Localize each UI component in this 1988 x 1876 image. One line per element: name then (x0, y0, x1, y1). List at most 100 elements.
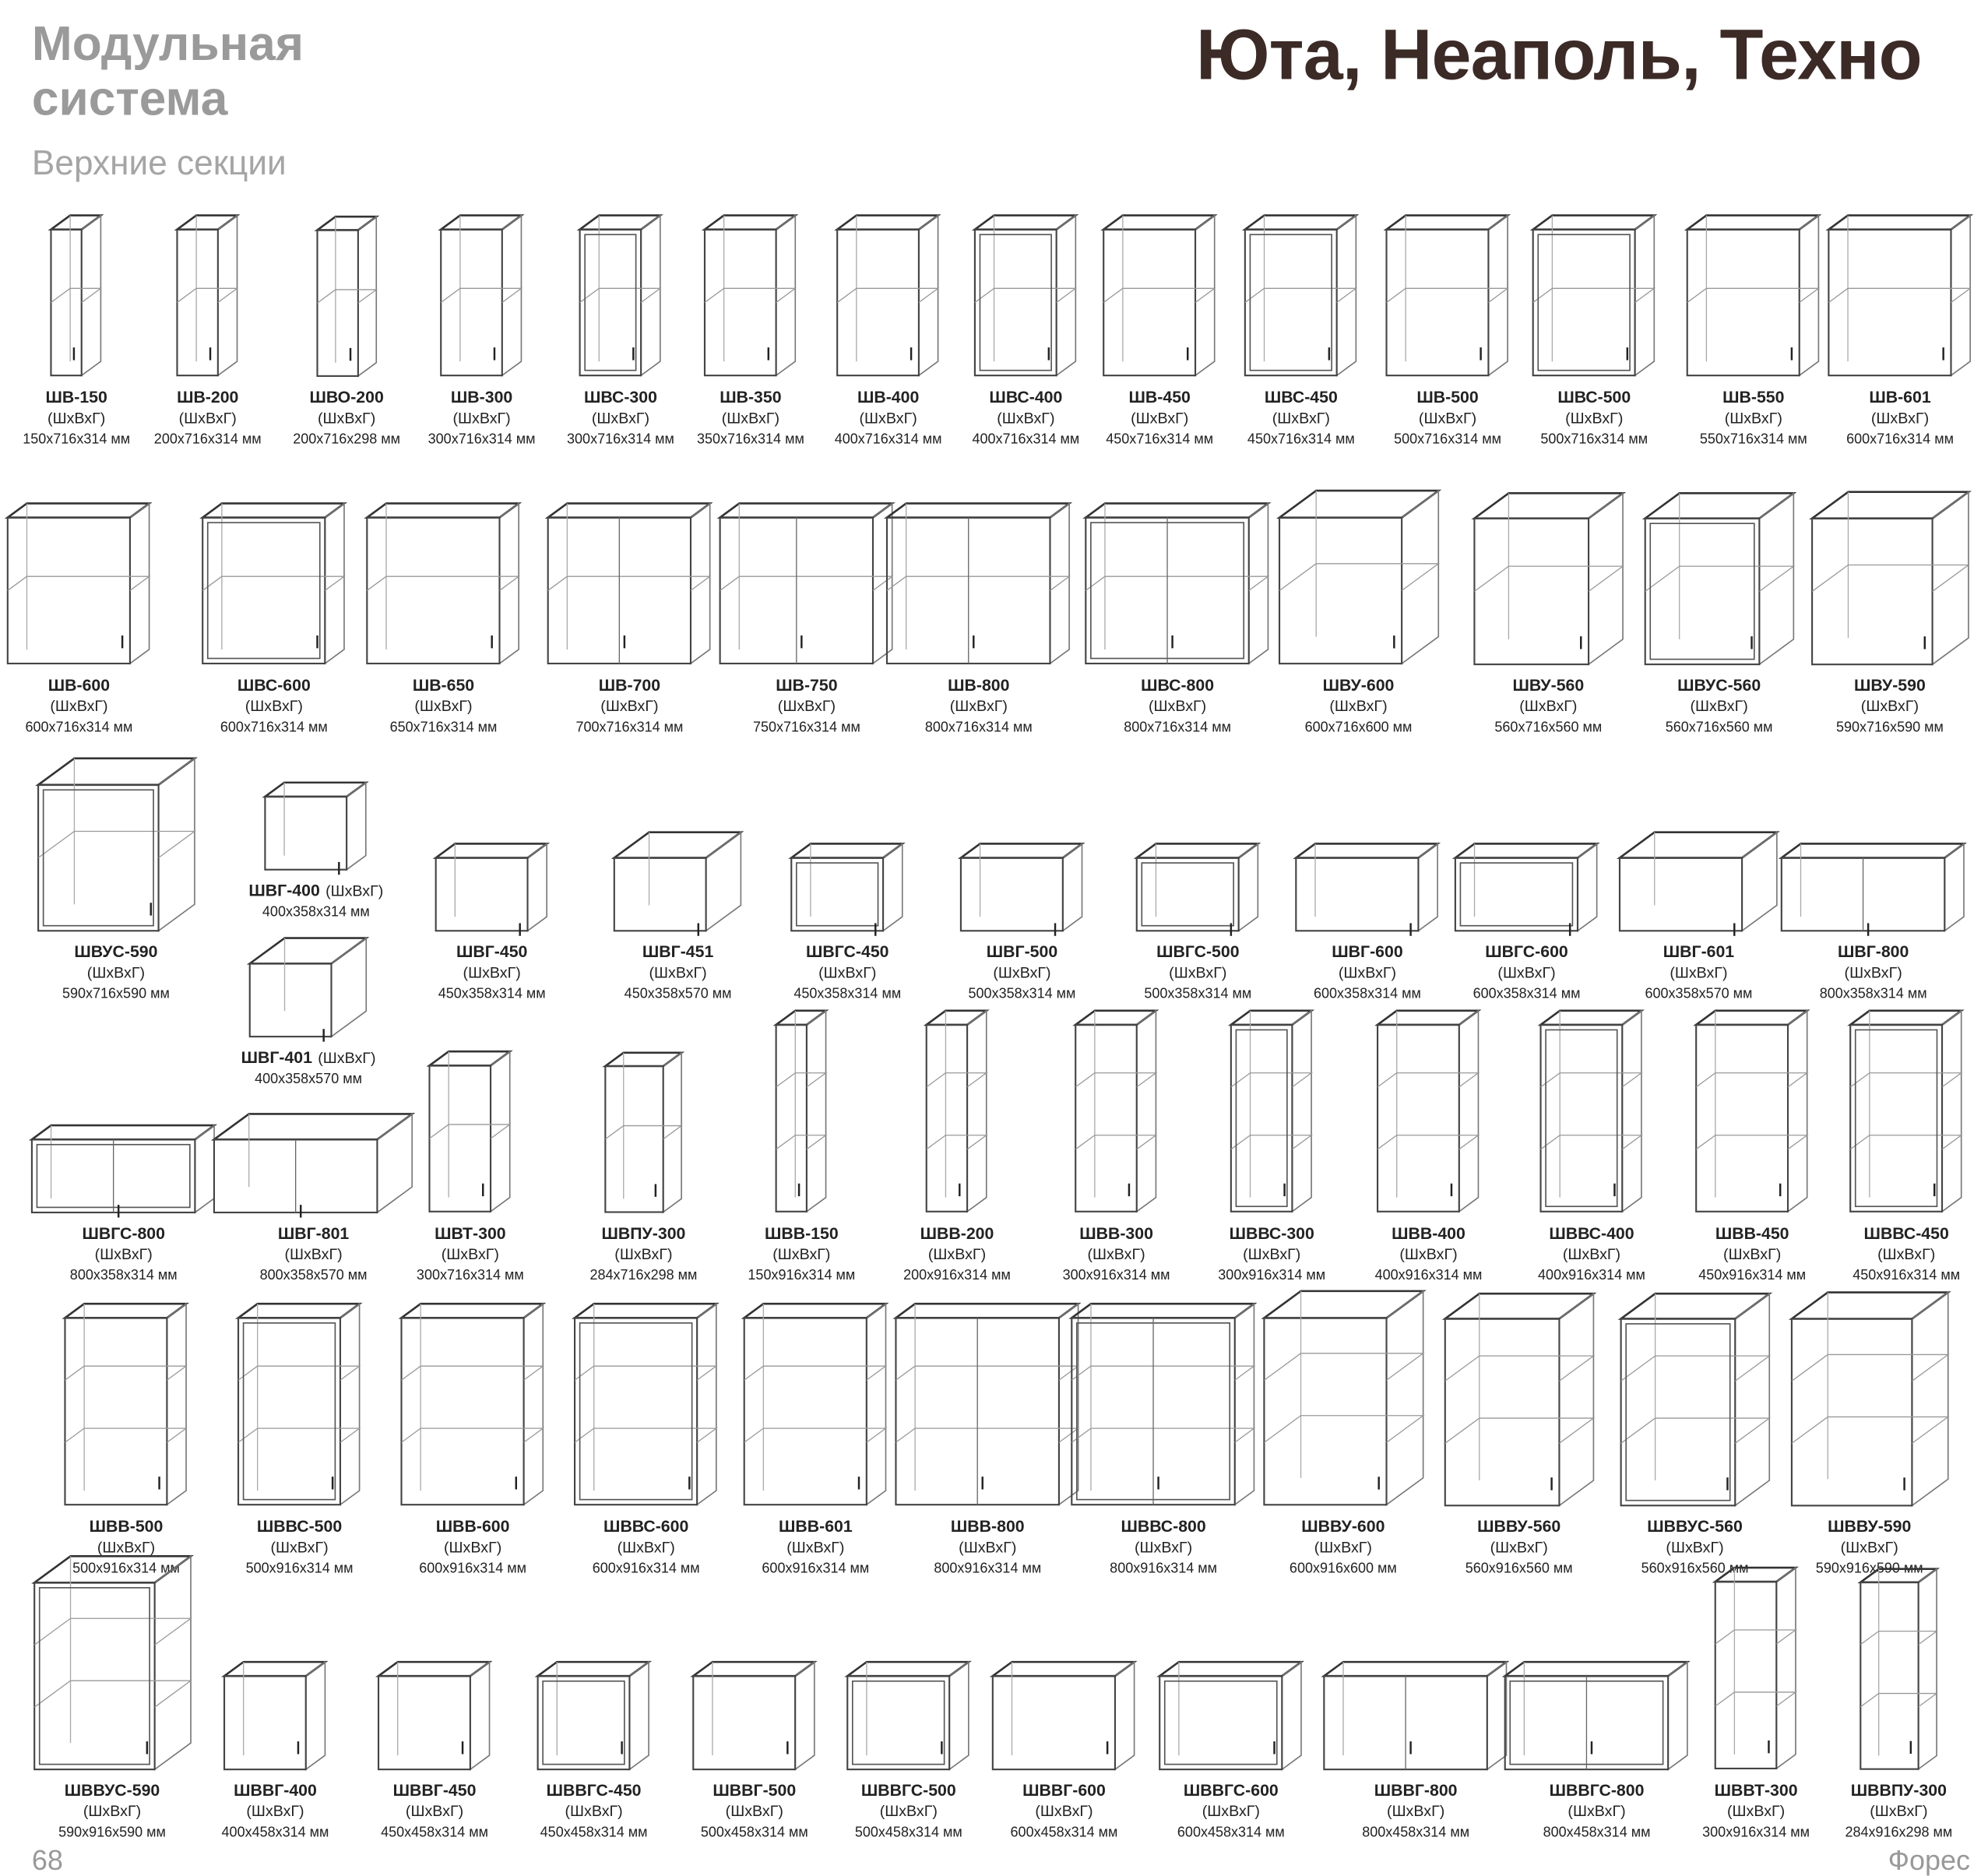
cabinet-side (305, 1660, 327, 1771)
glass-door-frame (1546, 1030, 1619, 1208)
cabinet-top (1228, 1010, 1315, 1026)
cabinet-front (537, 1674, 632, 1770)
cabinet-dimensions: 550x716x314 мм (1699, 431, 1807, 448)
cabinet-drawing (572, 1303, 720, 1507)
glass-door-frame (579, 1322, 694, 1501)
cabinet-label: ШВВ-500(ШхВхГ)500x916x314 мм (37, 1515, 215, 1580)
cabinet-dimensions: 450x358x314 мм (438, 986, 546, 1002)
cabinet-label: ШВУС-590(ШхВхГ)590x716x590 мм (26, 941, 205, 1005)
cabinet-shelf (776, 1072, 829, 1089)
cabinet-dimensions: 300x716x314 мм (416, 1268, 524, 1284)
cabinet-dimensions: 450x916x314 мм (1698, 1268, 1807, 1284)
dimension-order: (ШхВхГ) (1562, 1244, 1621, 1263)
dimension-order: (ШхВхГ) (246, 1802, 304, 1821)
cabinet-code: ШВВ-300 (1079, 1223, 1153, 1243)
cabinet-dimensions: 600x916x314 мм (419, 1561, 527, 1577)
cabinet-code: ШВУС-590 (74, 942, 158, 961)
dimension-order: (ШхВхГ) (1666, 1538, 1724, 1557)
cabinet-dimensions: 560x916x560 мм (1465, 1561, 1573, 1577)
cabinet-side (1292, 1009, 1313, 1214)
cabinet-top (1502, 1660, 1691, 1677)
cabinet-drawing (29, 1123, 218, 1217)
cabinet-dimensions: 500x358x314 мм (968, 986, 1076, 1002)
cabinet-side (1910, 1290, 1948, 1507)
cabinet-drawing (1228, 1009, 1315, 1214)
glass-door-frame (1624, 1322, 1731, 1501)
cabinet-front (1781, 856, 1947, 931)
dimension-order: (ШхВхГ) (325, 882, 384, 900)
cabinet-front (1828, 229, 1953, 377)
cabinet-front (1620, 1317, 1736, 1506)
cabinet-label: ШВС-800(ШхВхГ)800x716x314 мм (1089, 674, 1267, 739)
cabinet-code: ШВВС-400 (1549, 1223, 1634, 1243)
cabinet-dimensions: 800x716x314 мм (1124, 720, 1232, 736)
cabinet-shelf (720, 576, 895, 592)
cabinet-code: ШВО-200 (309, 387, 384, 407)
cabinet-shelf (1444, 1417, 1596, 1444)
dimension-order: (ШхВхГ) (50, 697, 108, 716)
dimension-order: (ШхВхГ) (1860, 697, 1919, 716)
cabinet-label: ШВГС-600(ШхВхГ)600x358x314 мм (1437, 941, 1616, 1005)
cabinet-side (1776, 1567, 1797, 1771)
cabinet-front (37, 783, 160, 931)
cabinet-label: ШВВУ-600(ШхВхГ)600x916x600 мм (1254, 1515, 1432, 1580)
cabinet-dimensions: 600x358x570 мм (1645, 986, 1753, 1002)
cabinet-shelf (1790, 1416, 1950, 1444)
cabinet-drawing (1374, 1009, 1483, 1214)
dimension-order: (ШхВхГ) (452, 409, 511, 428)
cabinet-dimensions: 400x716x314 мм (972, 431, 1080, 448)
cabinet-code: ШВВУ-600 (1301, 1516, 1385, 1536)
cabinet-label: ШВВГС-500(ШхВхГ)500x458x314 мм (819, 1779, 998, 1844)
cabinet-top (427, 1051, 514, 1068)
cabinet-drawing (1321, 1660, 1511, 1771)
dimension-order: (ШхВхГ) (1169, 963, 1227, 982)
dimension-order: (ШхВхГ) (1387, 1802, 1445, 1821)
dimension-order: (ШхВхГ) (1329, 697, 1388, 716)
cabinet-front (33, 1581, 156, 1770)
cabinet-label: ШВС-500(ШхВхГ)500x716x314 мм (1505, 386, 1684, 451)
cabinet-dimensions: 300x716x314 мм (567, 431, 674, 448)
cabinet-label: ШВВГ-500(ШхВхГ)500x458x314 мм (665, 1779, 843, 1844)
cabinet-side (697, 1303, 718, 1507)
cabinet-drawing (34, 756, 198, 932)
cabinet-side (795, 1660, 816, 1771)
glass-door-frame (543, 1680, 626, 1765)
cabinet-shelf (548, 576, 713, 592)
cabinet-drawing (1452, 842, 1601, 936)
cabinet-front (223, 1674, 308, 1770)
cabinet-drawing (211, 1112, 416, 1217)
dimension-order: (ШхВхГ) (997, 409, 1055, 428)
cabinet-shelf (1085, 576, 1271, 592)
cabinet-label: ШВ-450(ШхВхГ)450x716x314 мм (1071, 386, 1249, 451)
cabinet-dimensions: 300x916x314 мм (1062, 1268, 1170, 1284)
cabinet-shelf (1696, 1072, 1810, 1089)
cabinet-top (1260, 1290, 1427, 1320)
glass-door-frame (1460, 861, 1575, 926)
cabinet-top (1538, 1010, 1645, 1026)
dimension-order: (ШхВхГ) (86, 963, 146, 982)
cabinet-front (31, 1138, 197, 1213)
cabinet-drawing (5, 502, 153, 666)
cabinet-label: ШВ-600(ШхВхГ)600x716x314 мм (0, 674, 168, 739)
cabinet-drawing (1788, 1290, 1951, 1507)
cabinet-side (1741, 830, 1779, 932)
cabinet-top (773, 1010, 830, 1026)
cabinet-dimensions: 560x916x560 мм (1641, 1561, 1749, 1577)
cabinet-shelf (837, 288, 941, 304)
cabinet-drawing (1617, 1292, 1772, 1507)
cabinet-drawing (1384, 214, 1511, 378)
cabinet-code: ШВ-601 (1869, 387, 1931, 407)
dimension-order: (ШхВхГ) (859, 409, 917, 428)
dimension-order: (ШхВхГ) (270, 1538, 329, 1557)
cabinet-dimensions: 800x458x314 мм (1362, 1825, 1470, 1841)
cabinet-front (7, 517, 132, 665)
cabinet-dimensions: 300x716x314 мм (428, 431, 536, 448)
cabinet-code: ШВВГ-800 (1374, 1780, 1458, 1800)
cabinet-label: ШВС-600(ШхВхГ)600x716x314 мм (185, 674, 363, 739)
cabinet-code: ШВС-400 (989, 387, 1063, 407)
system-heading-line1: Модульная (31, 17, 304, 72)
cabinet-code: ШВВГ-500 (713, 1780, 797, 1800)
cabinet-dimensions: 284x716x298 мм (589, 1268, 698, 1284)
glass-door-frame (207, 522, 322, 660)
cabinet-label: ШВВУ-590(ШхВхГ)590x916x590 мм (1780, 1515, 1958, 1580)
